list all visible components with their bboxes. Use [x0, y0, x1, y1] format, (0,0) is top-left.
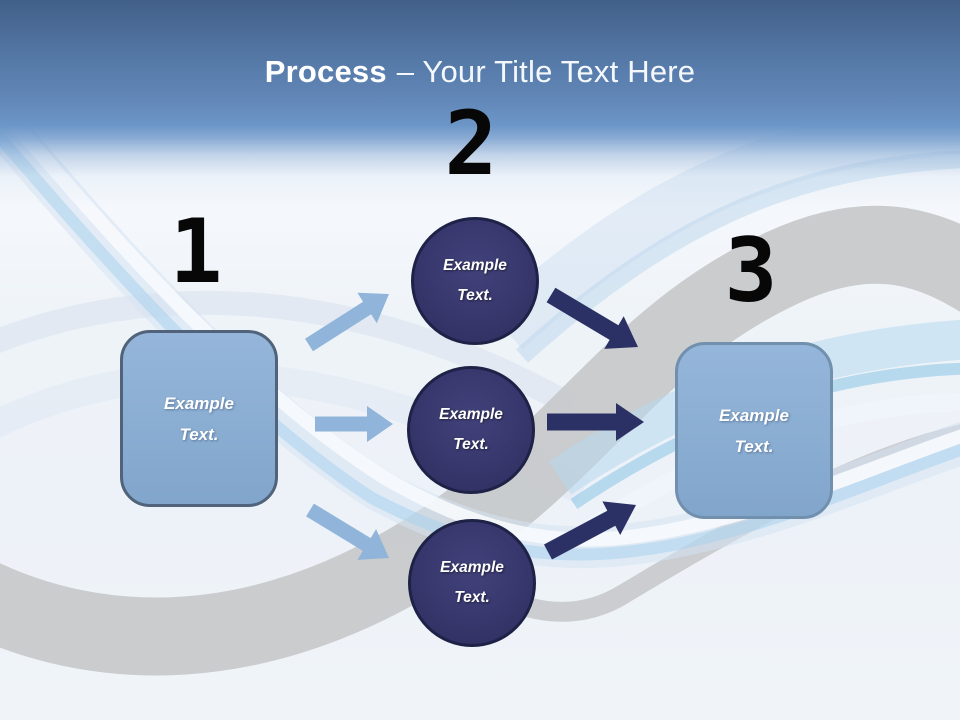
arrow-middle-circle-to-right-box [547, 403, 644, 441]
label-line1: Example [443, 257, 507, 274]
swoosh-gray-main [0, 205, 960, 676]
arrow-bottom-circle-to-right-box [544, 501, 636, 560]
label-line1: Example [440, 559, 504, 576]
process-circle-top: Example Text. [411, 217, 539, 345]
label-line1: Example [719, 405, 789, 425]
process-box-step3-label: Example Text. [719, 400, 789, 462]
arrow-left-box-to-top-circle [305, 292, 389, 352]
arrow-left-box-to-middle-circle [315, 406, 393, 442]
label-line1: Example [164, 393, 234, 413]
process-box-step3: Example Text. [675, 342, 833, 519]
process-box-step1: Example Text. [120, 330, 278, 507]
process-circle-middle: Example Text. [407, 366, 535, 494]
swoosh-faint-arc-upper [0, 290, 578, 417]
label-line2: Text. [734, 436, 774, 456]
process-circle-bottom: Example Text. [408, 519, 536, 647]
label-line2: Text. [453, 436, 489, 453]
process-box-step1-label: Example Text. [164, 388, 234, 450]
process-circle-middle-label: Example Text. [439, 400, 503, 460]
label-line2: Text. [457, 287, 493, 304]
step-number-2: 2 [444, 92, 498, 195]
process-circle-top-label: Example Text. [443, 251, 507, 311]
arrow-left-box-to-bottom-circle [306, 503, 389, 560]
label-line1: Example [439, 406, 503, 423]
label-line2: Text. [179, 424, 219, 444]
label-line2: Text. [454, 589, 490, 606]
step-number-3: 3 [724, 219, 778, 322]
step-number-1: 1 [169, 200, 223, 303]
arrow-top-circle-to-right-box [546, 287, 638, 349]
process-circle-bottom-label: Example Text. [440, 553, 504, 613]
